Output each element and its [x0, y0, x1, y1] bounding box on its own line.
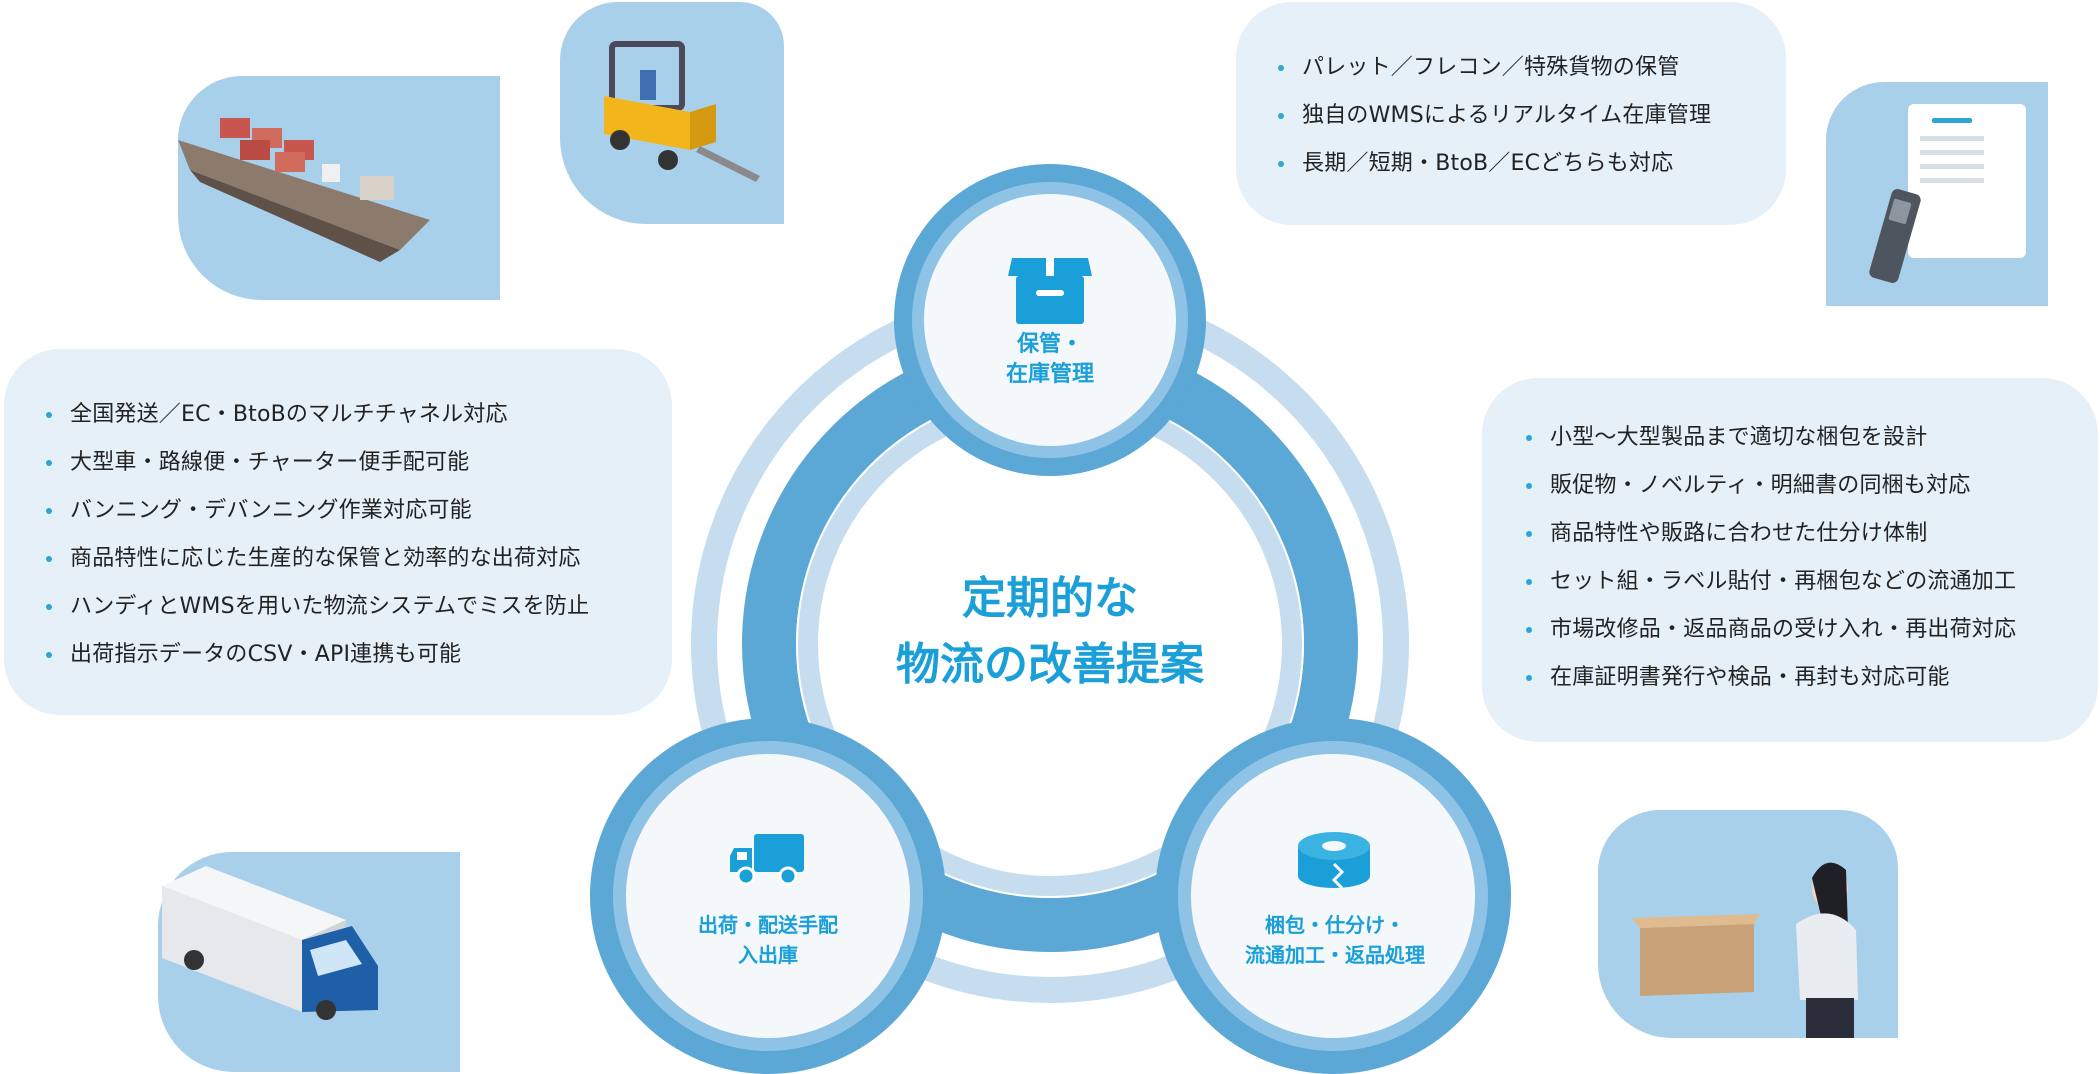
handheld-scanner-receipt-icon	[1826, 81, 2048, 306]
packing-feature-item: 市場改修品・返品商品の受け入れ・再出荷対応	[1524, 606, 2098, 654]
packing-hub	[1155, 718, 1511, 1074]
packing-feature-item: セット組・ラベル貼付・再梱包などの流通加工	[1524, 558, 2098, 606]
shipping-feature-item: 出荷指示データのCSV・API連携も可能	[44, 631, 672, 679]
center-title-line2: 物流の改善提案	[896, 639, 1204, 690]
forklift-icon	[560, 1, 784, 225]
shipping-feature-item: ハンディとWMSを用いた物流システムでミスを防止	[44, 583, 672, 631]
center-title: 定期的な 物流の改善提案	[830, 566, 1270, 698]
packing-feature-item: 在庫証明書発行や検品・再封も対応可能	[1524, 654, 2098, 702]
center-title-line1: 定期的な	[962, 573, 1138, 624]
packing-feature-panel: 小型〜大型製品まで適切な梱包を設計 販促物・ノベルティ・明細書の同梱も対応 商品…	[1482, 378, 2098, 742]
delivery-truck-icon	[158, 852, 460, 1072]
shipping-feature-panel: 全国発送／EC・BtoBのマルチチャネル対応 大型車・路線便・チャーター便手配可…	[4, 349, 672, 715]
delivery-truck-icon	[730, 834, 804, 886]
packing-tape-icon	[1298, 832, 1370, 890]
shipping-hub-label-line1: 出荷・配送手配	[698, 913, 838, 937]
packing-hub-label-line2: 流通加工・返品処理	[1245, 943, 1425, 967]
packing-hub-label: 梱包・仕分け・ 流通加工・返品処理	[1220, 910, 1450, 970]
shipping-feature-item: 大型車・路線便・チャーター便手配可能	[44, 439, 672, 487]
storage-feature-item: 独自のWMSによるリアルタイム在庫管理	[1276, 92, 1786, 140]
storage-feature-panel: パレット／フレコン／特殊貨物の保管 独自のWMSによるリアルタイム在庫管理 長期…	[1236, 2, 1786, 225]
center-disc	[796, 390, 1304, 898]
shipping-hub	[590, 718, 946, 1074]
box-icon	[1008, 258, 1092, 324]
storage-feature-item: パレット／フレコン／特殊貨物の保管	[1276, 44, 1786, 92]
storage-hub-label: 保管・ 在庫管理	[950, 330, 1150, 390]
storage-hub-label-line2: 在庫管理	[1005, 362, 1094, 387]
shipping-hub-label: 出荷・配送手配 入出庫	[668, 910, 868, 970]
shipping-feature-item: 商品特性に応じた生産的な保管と効率的な出荷対応	[44, 535, 672, 583]
packing-feature-item: 販促物・ノベルティ・明細書の同梱も対応	[1524, 462, 2098, 510]
storage-feature-item: 長期／短期・BtoB／ECどちらも対応	[1276, 140, 1786, 188]
packing-feature-item: 小型〜大型製品まで適切な梱包を設計	[1524, 414, 2098, 462]
shipping-hub-label-line2: 入出庫	[738, 943, 798, 967]
shipping-feature-item: バンニング・デバンニング作業対応可能	[44, 487, 672, 535]
packing-hub-label-line1: 梱包・仕分け・	[1265, 913, 1405, 937]
storage-hub-label-line1: 保管・	[1016, 332, 1083, 357]
shipping-feature-item: 全国発送／EC・BtoBのマルチチャネル対応	[44, 391, 672, 439]
woman-with-box-icon	[1598, 810, 1898, 1038]
cargo-ship-icon	[178, 76, 500, 300]
packing-feature-item: 商品特性や販路に合わせた仕分け体制	[1524, 510, 2098, 558]
